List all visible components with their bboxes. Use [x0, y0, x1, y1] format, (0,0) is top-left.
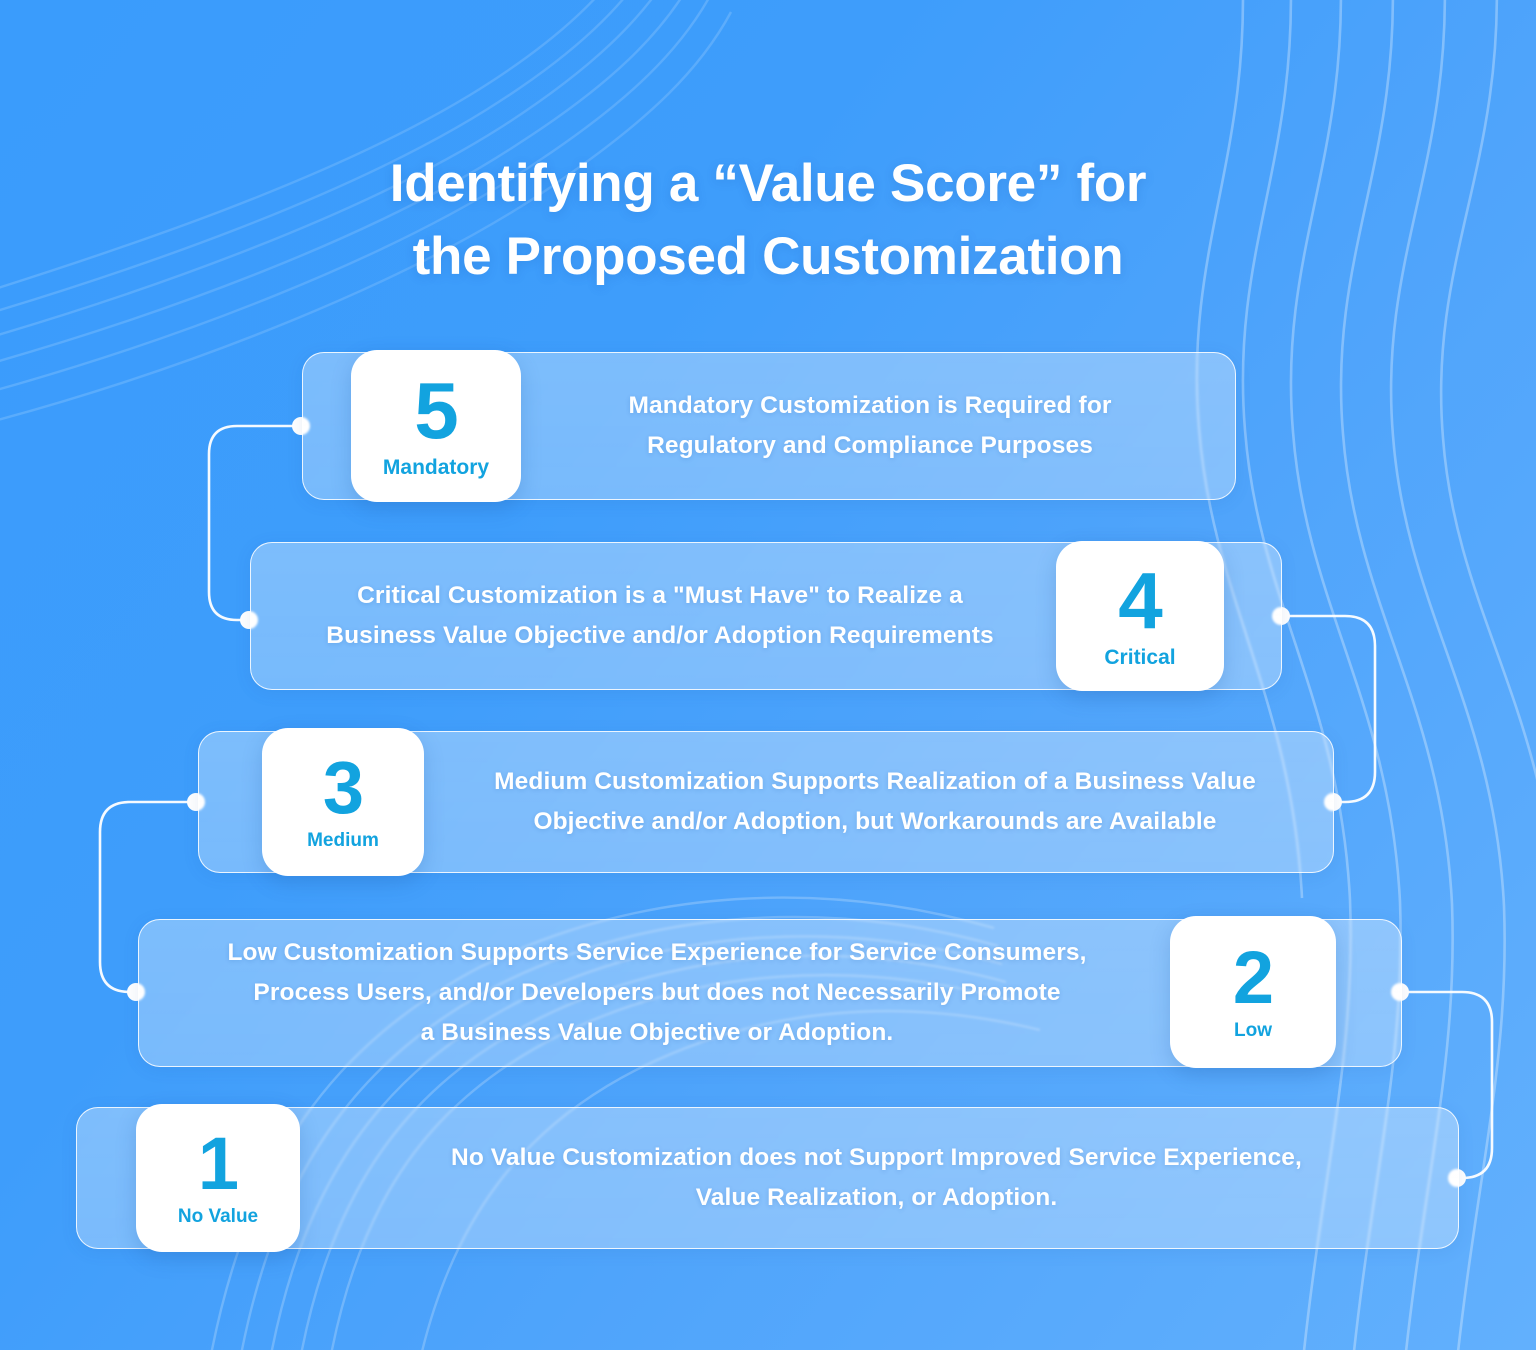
score-badge-1-number: 1 — [197, 1121, 239, 1205]
score-row-2-line-1: Low Customization Supports Service Exper… — [227, 939, 1087, 967]
score-badge-3[interactable]: 3 Medium — [262, 728, 424, 876]
score-badge-4[interactable]: 4 Critical — [1056, 541, 1224, 691]
score-badge-4-label: Critical — [1104, 645, 1176, 669]
score-row-1-line-2: Value Realization, or Adoption. — [695, 1184, 1058, 1211]
score-row-5-line-2: Regulatory and Compliance Purposes — [647, 432, 1093, 459]
score-row-1-bar — [76, 1107, 1459, 1249]
score-badge-3-number: 3 — [322, 745, 364, 829]
score-row-5-line-1: Mandatory Customization is Required for — [628, 392, 1112, 420]
score-row-4-description: Critical Customization is a "Must Have" … — [272, 542, 1048, 690]
score-row-4-line-1: Critical Customization is a "Must Have" … — [357, 582, 963, 610]
title-line-2: the Proposed Customization — [412, 226, 1124, 286]
score-row-4-line-2: Business Value Objective and/or Adoption… — [326, 622, 994, 649]
score-row-1-description: No Value Customization does not Support … — [316, 1107, 1437, 1249]
title-line-1: Identifying a “Value Score” for — [389, 154, 1147, 213]
score-badge-4-number: 4 — [1118, 556, 1162, 646]
score-row-3-line-2: Objective and/or Adoption, but Workaroun… — [533, 808, 1217, 835]
score-row-2-description: Low Customization Supports Service Exper… — [160, 919, 1154, 1067]
score-row-1-line-1: No Value Customization does not Support … — [451, 1144, 1302, 1172]
score-badge-2[interactable]: 2 Low — [1170, 916, 1336, 1068]
score-row-1[interactable]: No Value Customization does not Support … — [76, 1107, 1459, 1249]
score-row-3-line-1: Medium Customization Supports Realizatio… — [494, 768, 1256, 796]
score-row-2-line-3: a Business Value Objective or Adoption. — [420, 1018, 894, 1046]
page-title: Identifying a “Value Score” for the Prop… — [0, 148, 1536, 293]
score-row-5-description: Mandatory Customization is Required for … — [526, 352, 1214, 500]
score-row-2-line-2: Process Users, and/or Developers but doe… — [253, 979, 1061, 1007]
score-badge-5[interactable]: 5 Mandatory — [351, 350, 521, 502]
score-badge-3-label: Medium — [307, 830, 379, 852]
score-row-3-description: Medium Customization Supports Realizatio… — [438, 731, 1312, 873]
score-badge-1-label: No Value — [177, 1206, 259, 1228]
score-badge-5-label: Mandatory — [382, 455, 490, 479]
score-badge-2-number: 2 — [1232, 935, 1274, 1019]
score-badge-1[interactable]: 1 No Value — [136, 1104, 300, 1252]
score-badge-5-number: 5 — [414, 366, 458, 456]
score-badge-2-label: Low — [1234, 1020, 1272, 1042]
